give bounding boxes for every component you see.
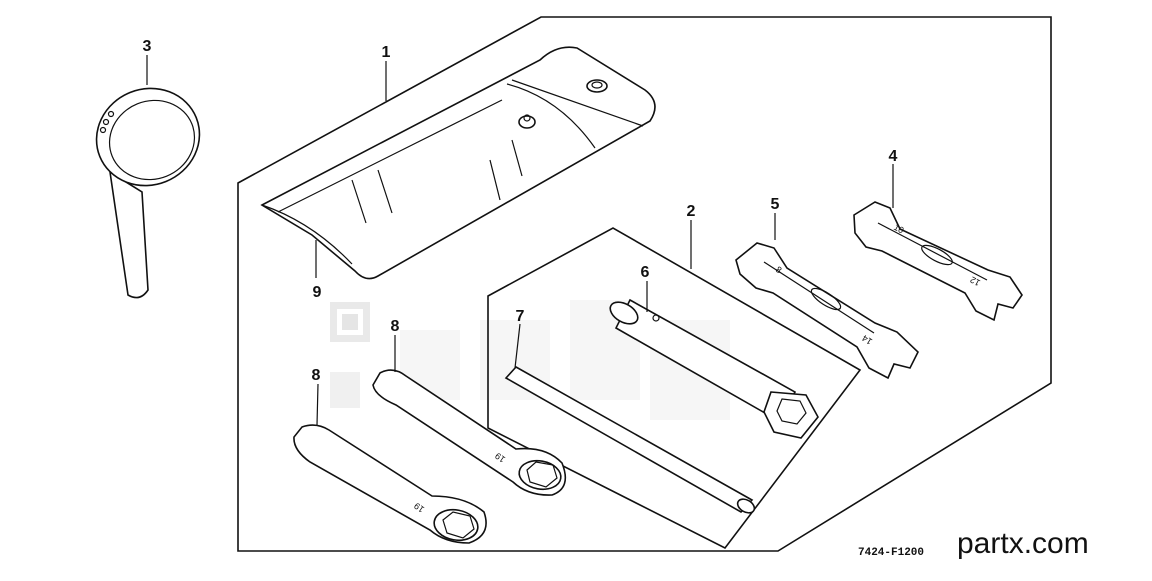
wrench-5-mark-a: 8 [774,264,784,275]
parts-panel-outline [237,16,1052,552]
ring-spanner-upper [372,369,567,496]
wrench-size-marks: 10 12 8 14 19 19 [412,222,982,515]
callout-labels: 1 3 2 5 4 6 7 8 8 9 [143,38,898,384]
callout-8-lower: 8 [312,367,321,384]
callout-6: 6 [641,264,650,281]
ring-spanner-lower [293,424,487,544]
callout-1: 1 [382,44,391,61]
wrench-10x12 [853,201,1023,322]
ring-spanner-upper-mark: 19 [493,451,507,465]
inner-panel-outline [487,227,862,550]
callout-7: 7 [516,308,525,325]
plug-wrench [609,298,819,439]
reference-code: 7424-F1200 [858,547,924,559]
wrench-4-mark-a: 10 [892,222,906,236]
tool-bag [260,46,656,280]
callout-2: 2 [687,203,696,220]
tommy-bar [504,365,756,514]
wrench-4-mark-b: 12 [968,275,982,289]
watermark-brand: partx.com [957,527,1089,560]
callout-8-upper: 8 [391,318,400,335]
funnel [95,87,201,299]
callout-3: 3 [143,38,152,55]
callout-9: 9 [313,284,322,301]
wrench-8x14 [735,242,919,380]
callout-4: 4 [889,148,898,165]
ring-spanner-lower-mark: 19 [412,501,426,515]
callout-5: 5 [771,196,780,213]
leader-lines [146,55,894,426]
wrench-5-mark-b: 14 [860,333,874,347]
